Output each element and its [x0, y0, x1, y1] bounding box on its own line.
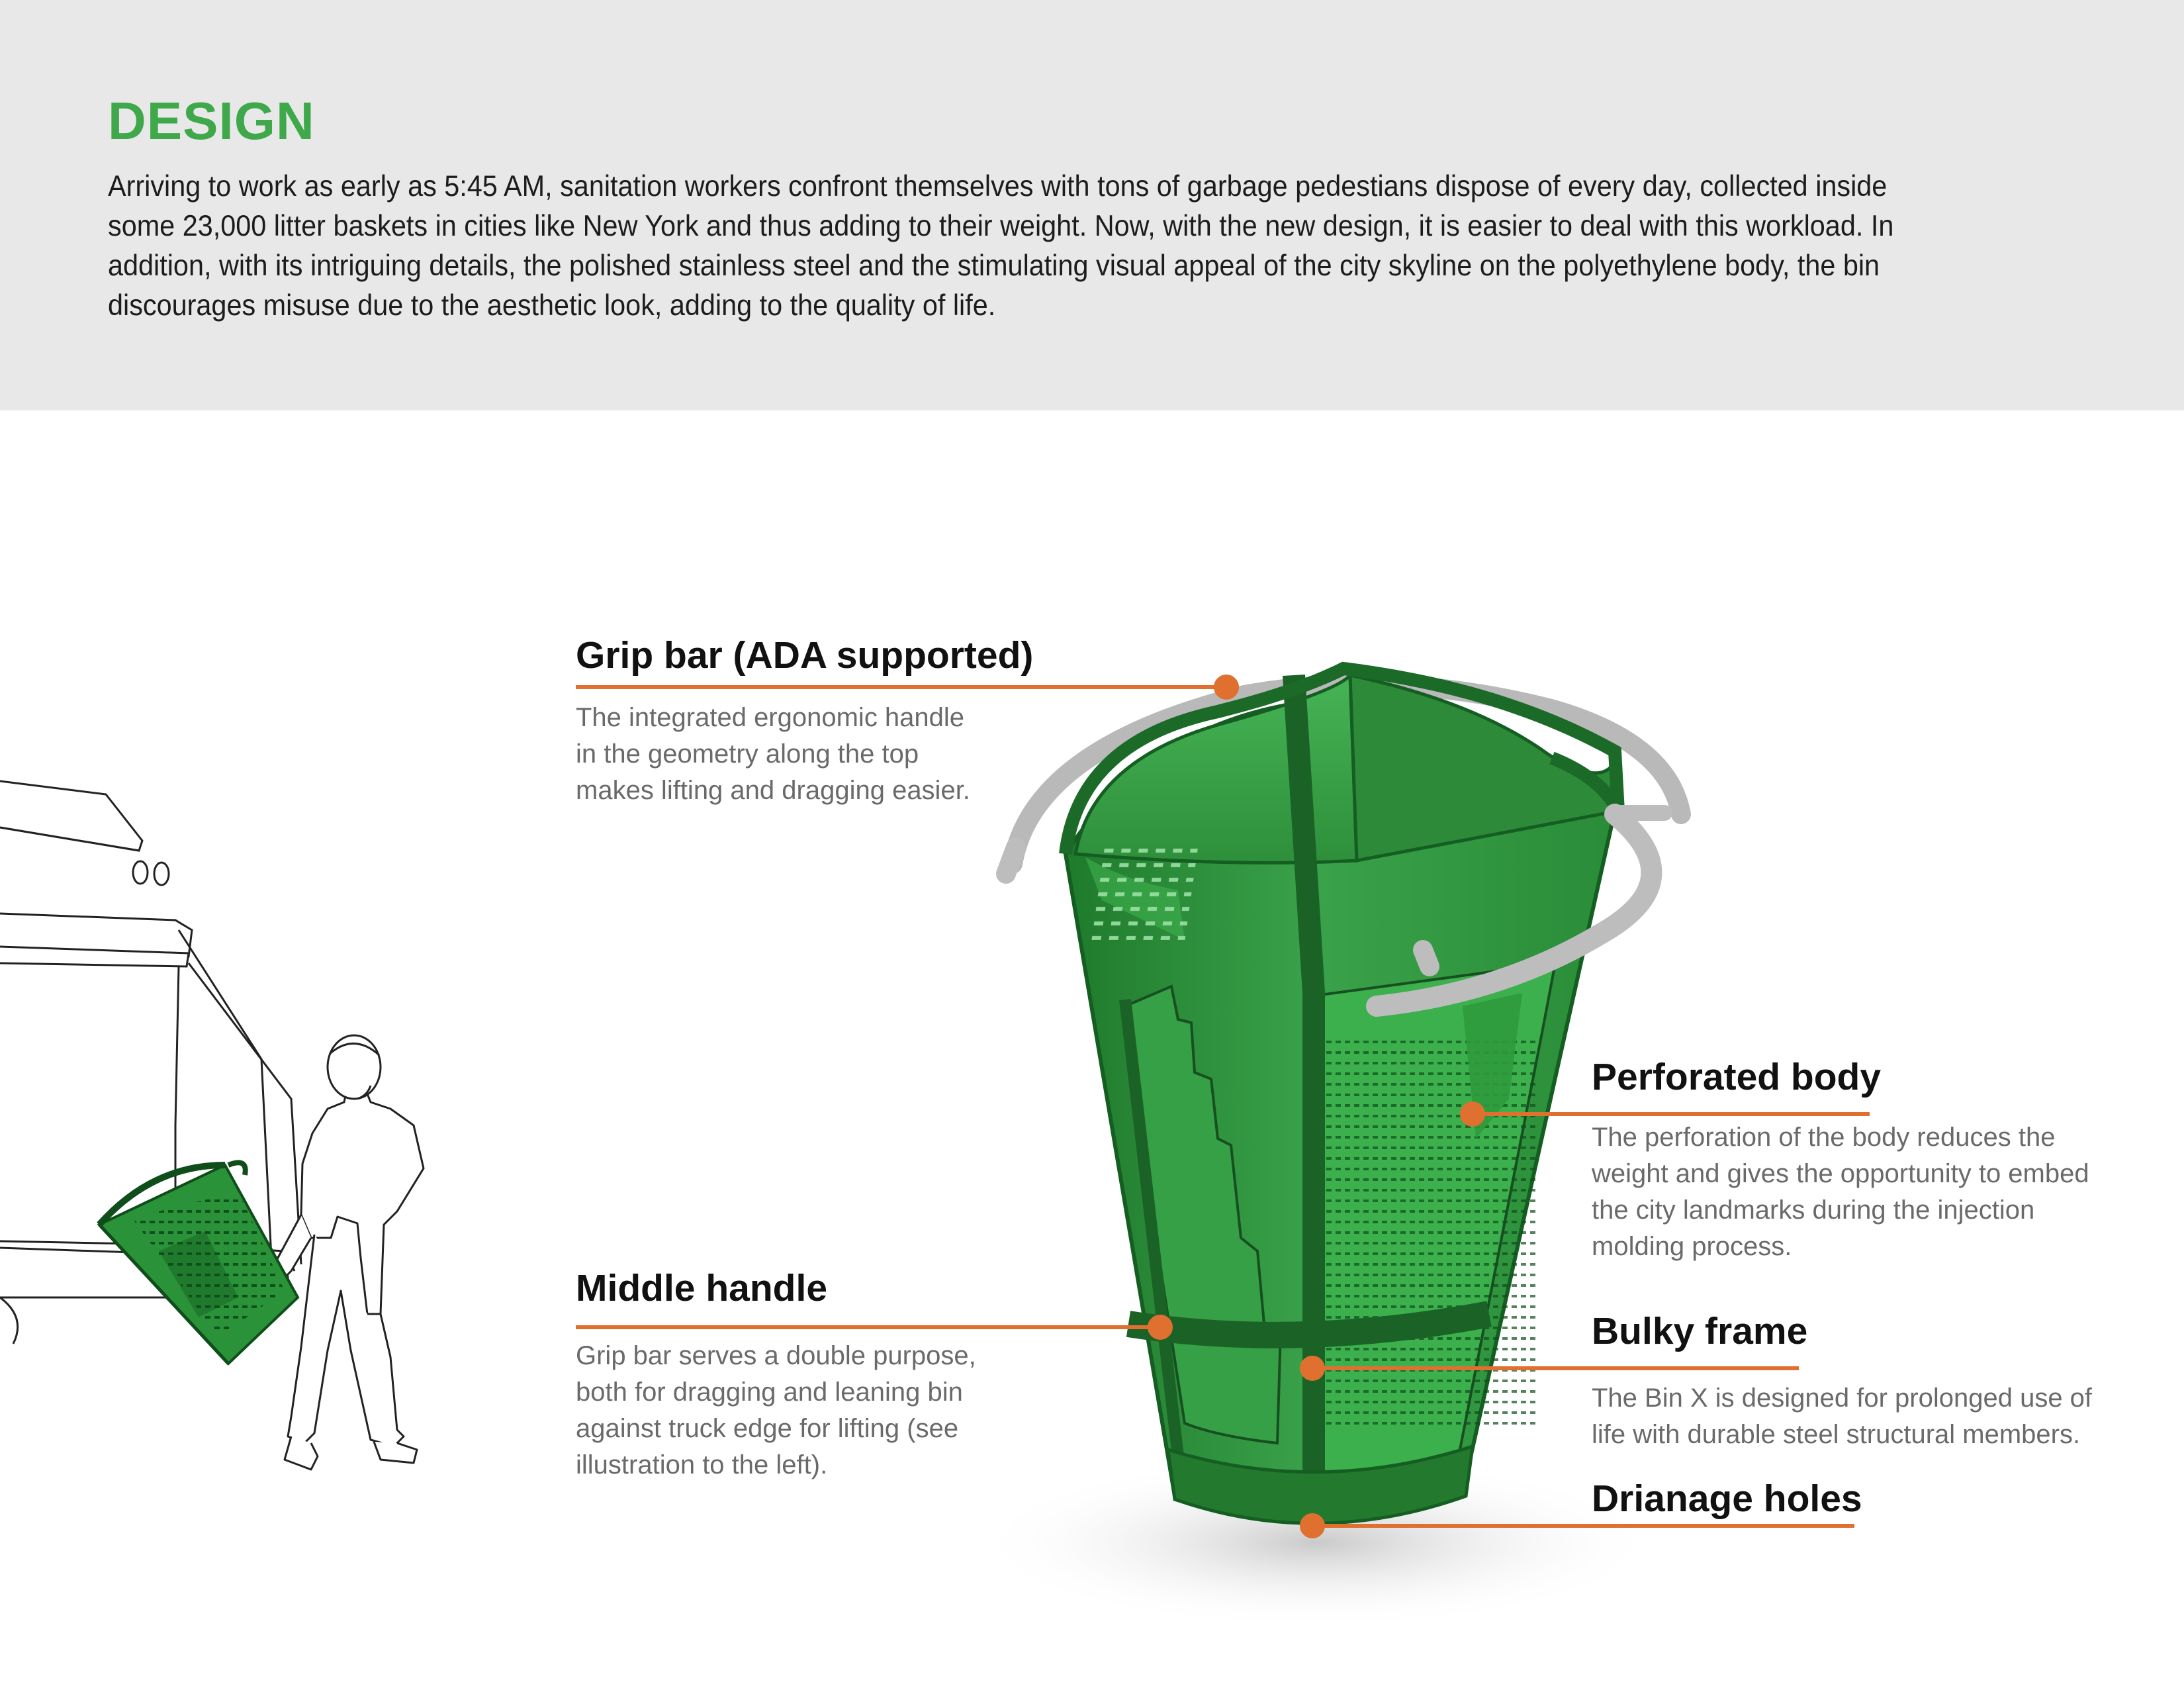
perforated-body-title: Perforated body [1592, 1056, 1882, 1098]
drainage-holes-dot [1300, 1513, 1325, 1538]
page-title: DESIGN [108, 91, 315, 150]
perforated-body-dot [1460, 1102, 1485, 1127]
middle-handle-dot [1148, 1315, 1173, 1340]
bin-bottom-rim [1166, 1444, 1475, 1525]
middle-handle-title: Middle handle [576, 1267, 828, 1309]
drainage-holes-title: Drianage holes [1592, 1477, 1862, 1520]
header-band [0, 0, 2184, 410]
bulky-frame-description: The Bin X is designed for prolonged use … [1592, 1383, 2093, 1449]
grip-bar-description: The integrated ergonomic handle in the g… [576, 703, 970, 805]
grip-bar-title: Grip bar (ADA supported) [576, 634, 1034, 677]
grip-bar-ring-front [1366, 804, 1662, 1017]
perforated-body-description: The perforation of the body reduces the … [1592, 1123, 2089, 1261]
worker-illustration [263, 1034, 425, 1471]
bin-product-render [973, 661, 1691, 1628]
bulky-frame-title: Bulky frame [1592, 1310, 1808, 1352]
grip-bar-dot [1214, 675, 1239, 700]
callout-leaders [576, 675, 1870, 1538]
floor-shadow [973, 1456, 1661, 1628]
small-bin-illustration [97, 1160, 300, 1366]
intro-paragraph: Arriving to work as early as 5:45 AM, sa… [108, 170, 1894, 322]
middle-handle-description: Grip bar serves a double purpose, both f… [576, 1341, 976, 1479]
bulky-frame-dot [1300, 1356, 1325, 1381]
middle-band [1126, 1301, 1492, 1348]
